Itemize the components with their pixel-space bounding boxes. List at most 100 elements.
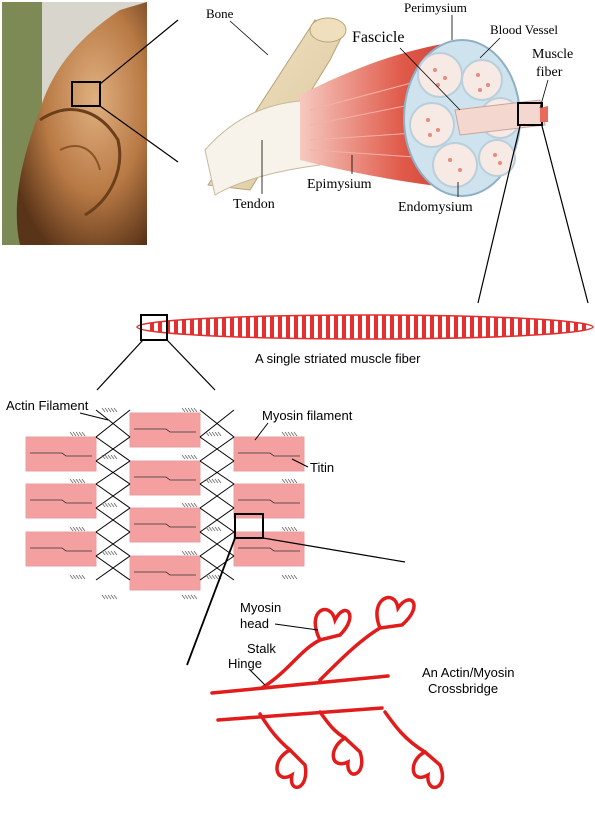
z-line xyxy=(199,483,235,509)
actin-hatch xyxy=(211,526,216,532)
striation-band xyxy=(222,315,226,339)
actin-hatch xyxy=(107,502,112,508)
actin-hatch xyxy=(113,594,118,600)
crossbridge-diagram: Myosin head Stalk Hinge An Actin/Myosin … xyxy=(210,596,515,790)
striation-band xyxy=(430,315,434,339)
striation-band xyxy=(366,315,370,339)
actin-hatch xyxy=(81,574,86,580)
actin-hatch xyxy=(75,574,80,580)
z-line xyxy=(199,531,235,557)
actin-hatch xyxy=(208,478,213,484)
label-single-fiber: A single striated muscle fiber xyxy=(255,351,421,366)
striation-band xyxy=(358,315,362,339)
myosin-block xyxy=(25,436,97,472)
striation-band xyxy=(558,315,562,339)
actin-hatch xyxy=(290,526,295,532)
striation-band xyxy=(334,315,338,339)
actin-hatch xyxy=(190,407,195,413)
myosin-block xyxy=(129,460,201,496)
striation-band xyxy=(310,315,314,339)
actin-hatch xyxy=(293,431,298,437)
actin-hatch xyxy=(181,454,186,460)
striation-band xyxy=(566,315,570,339)
actin-hatch xyxy=(184,550,189,556)
actin-hatch xyxy=(184,502,189,508)
actin-hatch xyxy=(284,431,289,437)
actin-hatch xyxy=(293,478,298,484)
actin-hatch xyxy=(181,502,186,508)
actin-hatch xyxy=(72,526,77,532)
actin-hatch xyxy=(205,574,210,580)
label-epimysium: Epimysium xyxy=(307,177,372,192)
actin-hatch xyxy=(290,574,295,580)
striation-band xyxy=(246,315,250,339)
striation-band xyxy=(478,315,482,339)
striated-fiber: A single striated muscle fiber xyxy=(136,314,594,366)
striation-band xyxy=(414,315,418,339)
striation-band xyxy=(518,315,522,339)
striation-band xyxy=(278,315,282,339)
striation-band xyxy=(302,315,306,339)
actin-hatch xyxy=(208,574,213,580)
z-line xyxy=(95,507,131,533)
actin-hatch xyxy=(208,431,213,437)
striation-band xyxy=(230,315,234,339)
titin-line xyxy=(30,499,92,504)
actin-hatch xyxy=(193,594,198,600)
actin-hatch xyxy=(287,478,292,484)
striation-band xyxy=(158,315,162,339)
striation-band xyxy=(286,315,290,339)
actin-hatch xyxy=(113,550,118,556)
z-line xyxy=(95,436,131,462)
striation-band xyxy=(390,315,394,339)
striation-band xyxy=(270,315,274,339)
actin-hatch xyxy=(78,431,83,437)
actin-hatch xyxy=(190,502,195,508)
actin-hatch xyxy=(81,431,86,437)
z-line xyxy=(95,460,131,485)
label-crossbridge-1: An Actin/Myosin xyxy=(422,665,515,680)
striation-band xyxy=(182,315,186,339)
actin-hatch xyxy=(69,574,74,580)
actin-hatch xyxy=(110,454,115,460)
actin-hatch xyxy=(211,478,216,484)
actin-hatch xyxy=(104,550,109,556)
actin-hatch xyxy=(78,526,83,532)
titin-line xyxy=(238,499,300,504)
striation-band xyxy=(206,315,210,339)
actin-hatch xyxy=(187,454,192,460)
actin-hatch xyxy=(69,431,74,437)
actin-hatch xyxy=(104,502,109,508)
actin-hatch xyxy=(110,502,115,508)
actin-hatch xyxy=(187,594,192,600)
actin-hatch xyxy=(290,431,295,437)
titin-line xyxy=(30,452,92,457)
striation-band xyxy=(406,315,410,339)
label-bone: Bone xyxy=(206,6,234,21)
striation-band xyxy=(294,315,298,339)
actin-hatch xyxy=(281,431,286,437)
actin-hatch xyxy=(110,550,115,556)
striation-band xyxy=(550,315,554,339)
actin-hatch xyxy=(190,594,195,600)
titin-line xyxy=(238,452,300,457)
actin-hatch xyxy=(217,478,222,484)
actin-hatch xyxy=(107,454,112,460)
striation-band xyxy=(190,315,194,339)
striation-band xyxy=(214,315,218,339)
actin-hatch xyxy=(205,431,210,437)
actin-hatch xyxy=(281,478,286,484)
actin-hatch xyxy=(205,478,210,484)
striation-band xyxy=(398,315,402,339)
actin-hatch xyxy=(101,594,106,600)
striation-band xyxy=(582,315,586,339)
label-blood-vessel: Blood Vessel xyxy=(490,22,558,37)
actin-hatch xyxy=(78,478,83,484)
z-line xyxy=(199,436,235,462)
actin-hatch xyxy=(293,526,298,532)
titin-line xyxy=(134,428,196,433)
actin-hatch xyxy=(184,454,189,460)
label-myosin-filament: Myosin filament xyxy=(262,408,353,423)
actin-hatch xyxy=(281,526,286,532)
actin-hatch xyxy=(284,526,289,532)
